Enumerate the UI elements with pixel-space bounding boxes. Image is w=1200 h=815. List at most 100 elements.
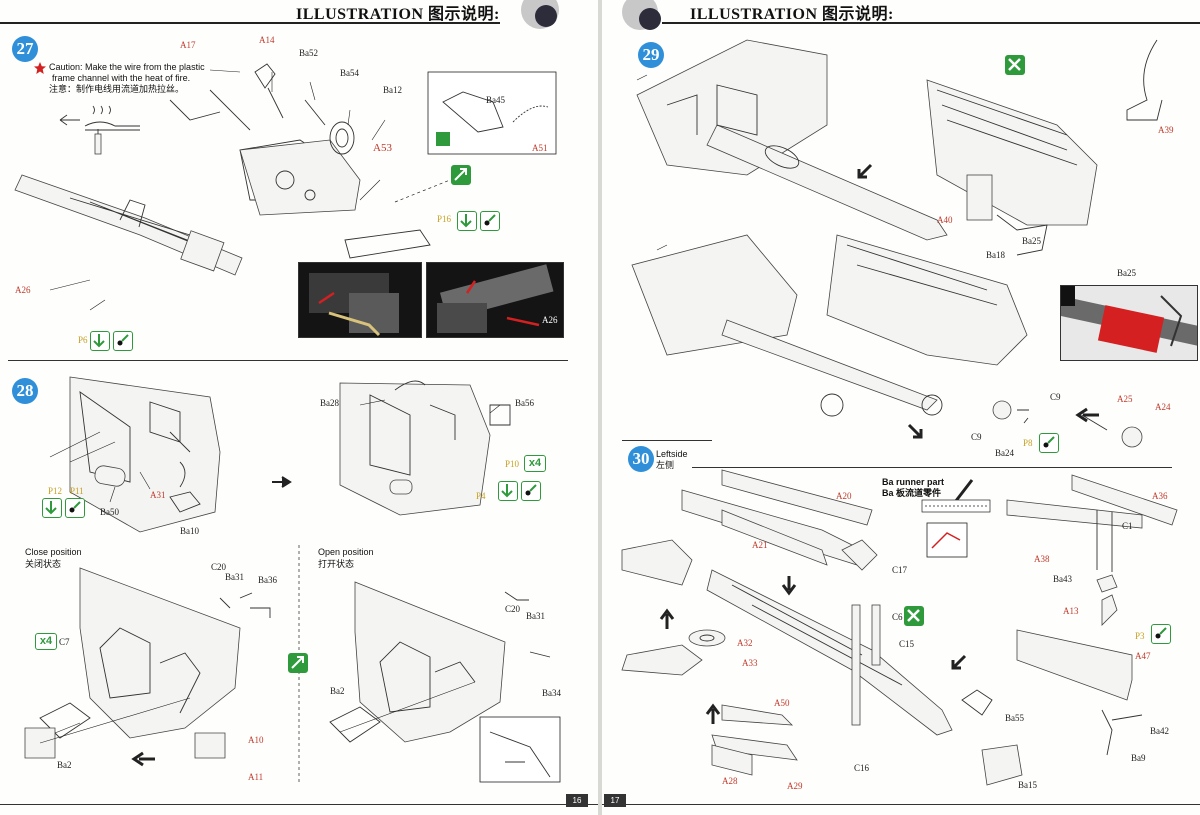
- right-header-disc-icon: [622, 0, 661, 30]
- step-30-cross-beam-assembly: [1006, 474, 1178, 756]
- part-label: C6: [892, 612, 903, 622]
- caution-text-en-1: Caution: Make the wire from the plastic: [49, 62, 205, 72]
- part-label: A28: [722, 776, 738, 786]
- left-page: ILLUSTRATION 图示说明: 27 Caution: Make the …: [0, 0, 598, 815]
- part-label: Ba42: [1150, 726, 1169, 736]
- part-label: Ba24: [995, 448, 1014, 458]
- glue-icon: [42, 498, 62, 518]
- caution-star-icon: [34, 62, 46, 74]
- part-label: A39: [1158, 125, 1174, 135]
- left-header-disc-icon: [521, 0, 559, 29]
- part-label: Ba31: [526, 611, 545, 621]
- open-position-label-en: Open position: [318, 547, 374, 557]
- part-label: P12: [48, 486, 63, 496]
- page-number: 17: [604, 794, 626, 807]
- part-label: A47: [1135, 651, 1151, 661]
- down-arrow-icon: [781, 576, 797, 596]
- part-label: C9: [971, 432, 982, 442]
- glue-icon: [90, 331, 110, 351]
- part-label: Ba28: [320, 398, 339, 408]
- part-label: A24: [1155, 402, 1171, 412]
- step-27-photo-1: [298, 262, 422, 338]
- next-arrow-icon: [272, 476, 292, 488]
- part-label: P4: [476, 491, 486, 501]
- book-gutter: [598, 0, 602, 815]
- step-27-gun-assembly: [14, 63, 431, 311]
- part-label: Ba9: [1131, 753, 1146, 763]
- step-29-gun-assembly: [631, 39, 1163, 417]
- section-divider: [622, 440, 712, 441]
- left-header-rule: [0, 22, 500, 24]
- right-header-rule: [662, 22, 1200, 24]
- runner-part-label-en: Ba runner part: [882, 477, 945, 487]
- part-label: A33: [742, 658, 758, 668]
- up-arrow-icon: [705, 703, 721, 724]
- part-label: Ba43: [1053, 574, 1072, 584]
- part-label: A26: [15, 285, 31, 295]
- paint-icon: [1039, 433, 1059, 453]
- part-label: C20: [505, 604, 521, 614]
- caution-text-cn: 注意：制作电线用流道加热拉丝。: [49, 84, 185, 94]
- left-header-title: ILLUSTRATION 图示说明:: [296, 6, 500, 23]
- runner-part-inset: [921, 479, 991, 558]
- part-label: A11: [248, 772, 264, 782]
- step-29-badge: 29: [638, 42, 664, 68]
- part-label: P16: [437, 214, 452, 224]
- paint-icon: [1151, 624, 1171, 644]
- glue-icon: [457, 211, 477, 231]
- part-label: A53: [373, 142, 392, 154]
- right-header-title: ILLUSTRATION 图示说明:: [690, 6, 894, 23]
- part-label: P6: [78, 335, 88, 345]
- part-label: A31: [150, 490, 166, 500]
- left-arrow-icon: [131, 751, 155, 767]
- part-label: C1: [1122, 521, 1133, 531]
- right-page: ILLUSTRATION 图示说明: 29 A39 A40 Ba25 Ba18 …: [602, 0, 1200, 815]
- part-label: A32: [737, 638, 753, 648]
- glue-icon: [498, 481, 518, 501]
- part-label: Ba25: [1117, 268, 1136, 278]
- step-30-trail-assembly: [621, 469, 1023, 786]
- part-label: P10: [505, 459, 520, 469]
- part-label: C17: [892, 565, 908, 575]
- part-label: P3: [1135, 631, 1145, 641]
- part-label: Ba54: [340, 68, 359, 78]
- part-label: Ba18: [986, 250, 1005, 260]
- leftside-label-en: Leftside: [656, 449, 688, 459]
- part-label: C15: [899, 639, 915, 649]
- direction-arrow-icon: [951, 654, 967, 670]
- part-label: A21: [752, 540, 768, 550]
- step-29-trunnion-detail: [992, 400, 1143, 448]
- part-label: C9: [1050, 392, 1061, 402]
- cement-icon: [288, 653, 308, 673]
- part-label: A36: [1152, 491, 1168, 501]
- part-label: A40: [937, 215, 953, 225]
- step-28-badge: 28: [12, 378, 38, 404]
- paint-icon: [480, 211, 500, 231]
- part-label: P8: [1023, 438, 1033, 448]
- part-label: C7: [59, 637, 70, 647]
- runner-part-label-cn: Ba 板流道零件: [882, 488, 942, 498]
- up-arrow-icon: [659, 608, 675, 629]
- step-28-close-position-diagram: [24, 567, 271, 759]
- part-label: A29: [787, 781, 803, 791]
- part-label: Ba2: [57, 760, 72, 770]
- part-label: Ba15: [1018, 780, 1037, 790]
- part-label: Ba10: [180, 526, 199, 536]
- close-position-label-cn: 关闭状态: [25, 559, 62, 569]
- section-divider: [692, 467, 1172, 468]
- part-label: Ba56: [515, 398, 534, 408]
- part-label: A51: [532, 143, 548, 153]
- left-arrow-icon: [1075, 407, 1099, 423]
- caution-text-en-2: frame channel with the heat of fire.: [52, 73, 191, 83]
- footer-rule: [0, 804, 598, 805]
- step-27-photo-2: A26: [426, 262, 564, 338]
- part-label: Ba25: [1022, 236, 1041, 246]
- step-27-inset-ba45-a51: [427, 71, 557, 155]
- part-label: Ba55: [1005, 713, 1024, 723]
- paint-icon: [113, 331, 133, 351]
- close-position-label-en: Close position: [25, 547, 82, 557]
- step-30-badge: 30: [628, 446, 654, 472]
- part-label: A17: [180, 40, 196, 50]
- quantity-badge: x4: [524, 455, 546, 472]
- paint-icon: [521, 481, 541, 501]
